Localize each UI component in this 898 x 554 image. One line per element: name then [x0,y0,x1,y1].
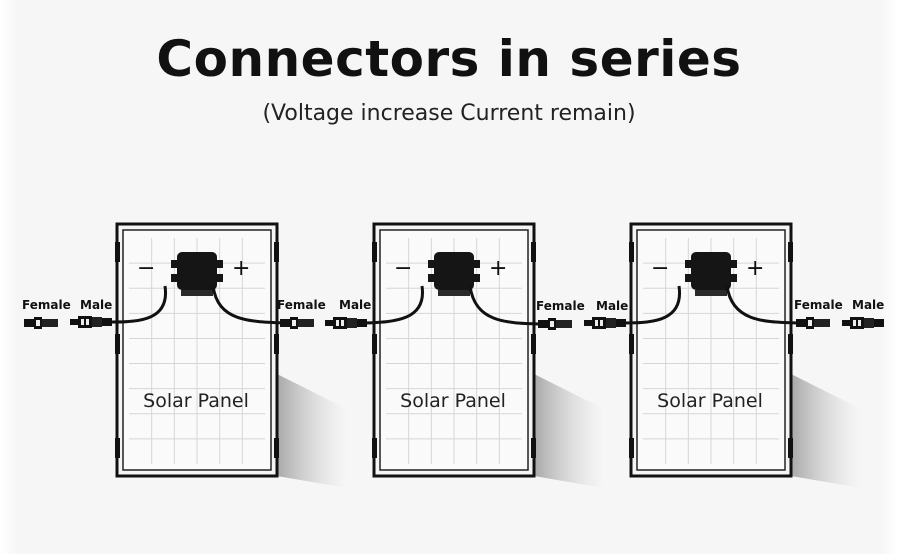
panel-2-junction-tab [474,260,480,268]
panel-2-plus-sign: + [489,256,508,281]
panel-3-junction-tab [731,274,737,282]
panel-3-label: Solar Panel [657,390,763,412]
panel-2-junction-tab [428,260,434,268]
cable-3 [364,285,424,325]
male-connector-2 [325,317,367,329]
panel-1-label: Solar Panel [143,390,249,412]
panel-1-junction-tab [217,260,223,268]
connector-3-male-label: Male [596,299,629,313]
cable-5 [624,285,682,325]
panel-1-junction-box [177,252,217,290]
panel-1-frame-clip [274,438,279,458]
panel-2-frame-clip [372,242,377,262]
panel-1-frame-clip [274,242,279,262]
panel-2-junction-box [434,252,474,290]
connector-2-female-label: Female [277,298,326,312]
connector-1-female-label: Female [22,298,71,312]
panel-3-frame-clip [788,242,793,262]
panel-2-junction-tab [474,274,480,282]
panel-1-plus-sign: + [232,256,251,281]
panel-3-plus-sign: + [746,256,765,281]
connector-2-male-label: Male [339,298,372,312]
panel-3-shadow [791,374,861,488]
panel-3-frame-clip [629,438,634,458]
diagram-subtitle: (Voltage increase Current remain) [262,101,636,126]
panel-1-frame-clip [115,438,120,458]
panel-3-minus-sign: − [651,256,670,281]
panel-1-junction-tab [217,274,223,282]
panel-3-junction-tab [685,274,691,282]
panel-3-junction-tab [731,260,737,268]
panel-1-junction-base [181,290,213,296]
female-connector-1 [24,317,58,329]
panel-1-frame-clip [115,334,120,354]
female-connector-2 [280,317,314,329]
panel-2-frame-clip [372,334,377,354]
connector-4-male-label: Male [852,298,885,312]
panel-1-junction-tab [171,274,177,282]
panel-3-frame-clip [629,242,634,262]
panel-2-frame-clip [531,334,536,354]
cable-1 [111,285,167,324]
cable-2 [211,285,291,325]
panel-2-junction-base [438,290,470,296]
panel-3-frame-clip [788,438,793,458]
panel-1-junction-tab [171,260,177,268]
panel-1-frame-clip [115,242,120,262]
panel-1-minus-sign: − [137,256,156,281]
panel-1-frame-clip [274,334,279,354]
panel-2-minus-sign: − [394,256,413,281]
solar-panel-1 [115,222,279,478]
solar-panel-3 [629,222,793,478]
solar-panel-2 [372,222,536,478]
connector-4-female-label: Female [794,298,843,312]
male-connector-1 [70,316,112,328]
female-connector-4 [796,317,830,329]
panel-3-junction-box [691,252,731,290]
male-connector-3 [584,317,626,329]
panel-2-frame-clip [372,438,377,458]
cable-4 [468,285,541,326]
panel-2-frame-clip [531,242,536,262]
panel-3-frame-clip [788,334,793,354]
panel-2-label: Solar Panel [400,390,506,412]
panel-3-junction-tab [685,260,691,268]
diagram-title: Connectors in series [156,30,742,88]
panel-2-frame-clip [531,438,536,458]
male-connector-4 [842,317,884,329]
panel-2-shadow [534,374,604,488]
panel-3-frame-clip [629,334,634,354]
panel-1-shadow [277,374,347,488]
female-connector-3 [538,318,572,330]
panel-2-junction-tab [428,274,434,282]
panel-3-junction-base [695,290,727,296]
connector-3-female-label: Female [536,299,585,313]
cable-6 [725,285,798,325]
connector-1-male-label: Male [80,298,113,312]
